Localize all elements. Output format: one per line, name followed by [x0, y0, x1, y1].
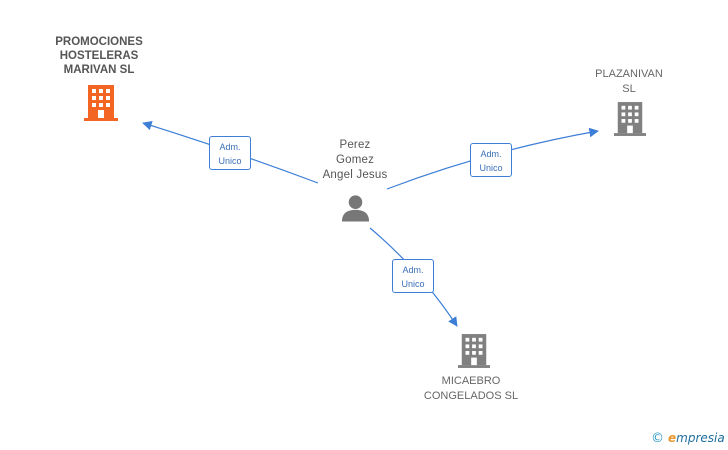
role-label-plazanivan: Adm. Unico — [470, 143, 512, 177]
company-name-line: MICAEBRO — [441, 375, 501, 387]
company-name-micaebro[interactable]: MICAEBRO CONGELADOS SL — [411, 374, 531, 404]
company-name-line: CONGELADOS SL — [423, 390, 519, 402]
brand-initial: e — [668, 431, 677, 445]
person-name-line: Angel Jesus — [322, 169, 388, 181]
person-name[interactable]: Perez Gomez Angel Jesus — [305, 138, 405, 183]
company-name-line: HOSTELERAS — [59, 50, 139, 62]
company-name-line: PLAZANIVAN — [595, 68, 663, 80]
role-line: Adm. — [402, 265, 424, 275]
building-icon[interactable] — [614, 101, 646, 137]
role-line: Unico — [479, 163, 503, 173]
building-icon[interactable] — [458, 333, 490, 369]
brand-logo: empresia — [668, 431, 725, 445]
company-name-promociones[interactable]: PROMOCIONES HOSTELERAS MARIVAN SL — [40, 35, 158, 77]
role-line: Unico — [218, 156, 242, 166]
company-name-plazanivan[interactable]: PLAZANIVAN SL — [574, 67, 684, 97]
role-line: Adm. — [219, 142, 241, 152]
copyright-icon: © — [651, 430, 664, 446]
company-name-line: SL — [622, 83, 636, 95]
role-label-promociones: Adm. Unico — [209, 136, 251, 170]
role-line: Unico — [401, 279, 425, 289]
company-name-line: MARIVAN SL — [63, 64, 135, 76]
brand-rest: mpresia — [676, 431, 725, 445]
person-name-line: Perez — [339, 139, 371, 151]
person-icon[interactable] — [341, 194, 370, 222]
company-name-line: PROMOCIONES — [55, 36, 143, 48]
person-name-line: Gomez — [335, 154, 375, 166]
role-line: Adm. — [480, 149, 502, 159]
role-label-micaebro: Adm. Unico — [392, 259, 434, 293]
brand-watermark: © empresia — [651, 428, 725, 448]
building-icon[interactable] — [84, 85, 118, 121]
